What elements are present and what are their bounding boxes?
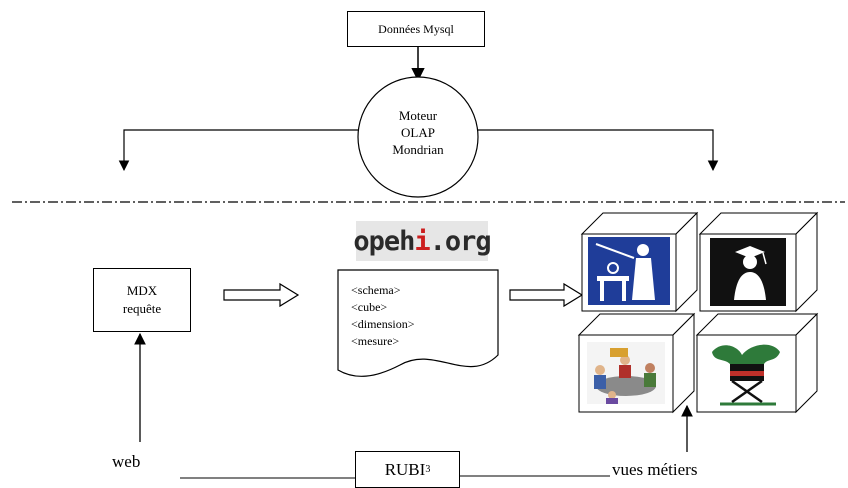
vues-metiers-label: vues métiers (612, 460, 698, 479)
xml-tag-schema: <schema> (351, 283, 401, 297)
donnees-mysql-box: Données Mysql (347, 11, 485, 47)
xml-tag-dimension: <dimension> (351, 317, 415, 331)
mdx-line-1: MDX (126, 283, 158, 298)
moteur-line-3: Mondrian (392, 142, 444, 157)
graduate-icon (710, 238, 786, 306)
xml-tags-list: <schema> <cube> <dimension> <mesure> (351, 282, 415, 350)
moteur-line-2: OLAP (401, 125, 435, 140)
moteur-circle (357, 76, 479, 198)
hollow-arrow-mdx-to-xml (223, 282, 300, 308)
xml-tag-mesure: <mesure> (351, 334, 400, 348)
rubi-superscript: 3 (425, 464, 431, 475)
arrow-moteur-right (478, 129, 719, 172)
arrow-moteur-left (118, 129, 358, 172)
xml-document-shape (337, 269, 499, 377)
moteur-line-1: Moteur (398, 108, 438, 123)
rubi-label: RUBI (384, 459, 426, 479)
donnees-mysql-label: Données Mysql (378, 21, 454, 36)
mdx-requete-box: MDX requête (93, 268, 191, 332)
mdx-line-2: requête (122, 301, 162, 316)
director-chair-icon (703, 340, 790, 406)
hollow-arrow-xml-to-vues (509, 282, 584, 308)
moteur-label: Moteur OLAP Mondrian (368, 107, 468, 158)
web-label: web (112, 452, 141, 471)
xml-tag-cube: <cube> (351, 300, 388, 314)
meeting-icon (587, 342, 665, 404)
teacher-icon (588, 237, 670, 305)
